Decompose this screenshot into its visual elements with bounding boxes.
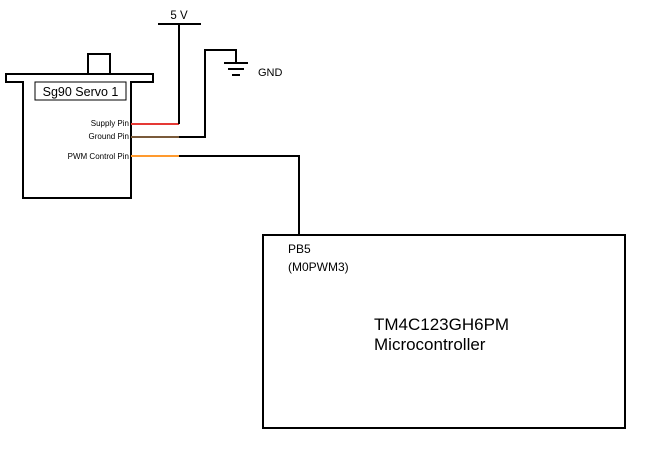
- ground-symbol-icon: [224, 62, 248, 76]
- servo-shaft: [87, 53, 111, 75]
- microcontroller-box: [262, 234, 626, 429]
- pwm-pin-label: PWM Control Pin: [68, 152, 129, 161]
- mcu-pin-function: (M0PWM3): [288, 260, 349, 274]
- supply-net: 5 V: [158, 10, 201, 124]
- microcontroller: PB5 (M0PWM3) TM4C123GH6PM Microcontrolle…: [262, 234, 626, 429]
- ground-wire: [179, 49, 237, 138]
- servo-motor: Sg90 Servo 1 Supply Pin Ground Pin PWM C…: [5, 53, 154, 199]
- mcu-pin-name: PB5: [288, 242, 311, 256]
- supply-voltage-label: 5 V: [170, 10, 188, 22]
- servo-name: Sg90 Servo 1: [43, 85, 119, 99]
- pwm-wire: [179, 155, 300, 235]
- mcu-type: Microcontroller: [374, 335, 486, 354]
- servo-body: [5, 73, 154, 199]
- servo-name-box: [34, 81, 127, 101]
- ground-pin-label: Ground Pin: [89, 132, 129, 141]
- ground-net: GND: [179, 49, 283, 138]
- supply-pin-label: Supply Pin: [91, 119, 129, 128]
- ground-label: GND: [258, 67, 283, 79]
- mcu-part-number: TM4C123GH6PM: [374, 315, 509, 334]
